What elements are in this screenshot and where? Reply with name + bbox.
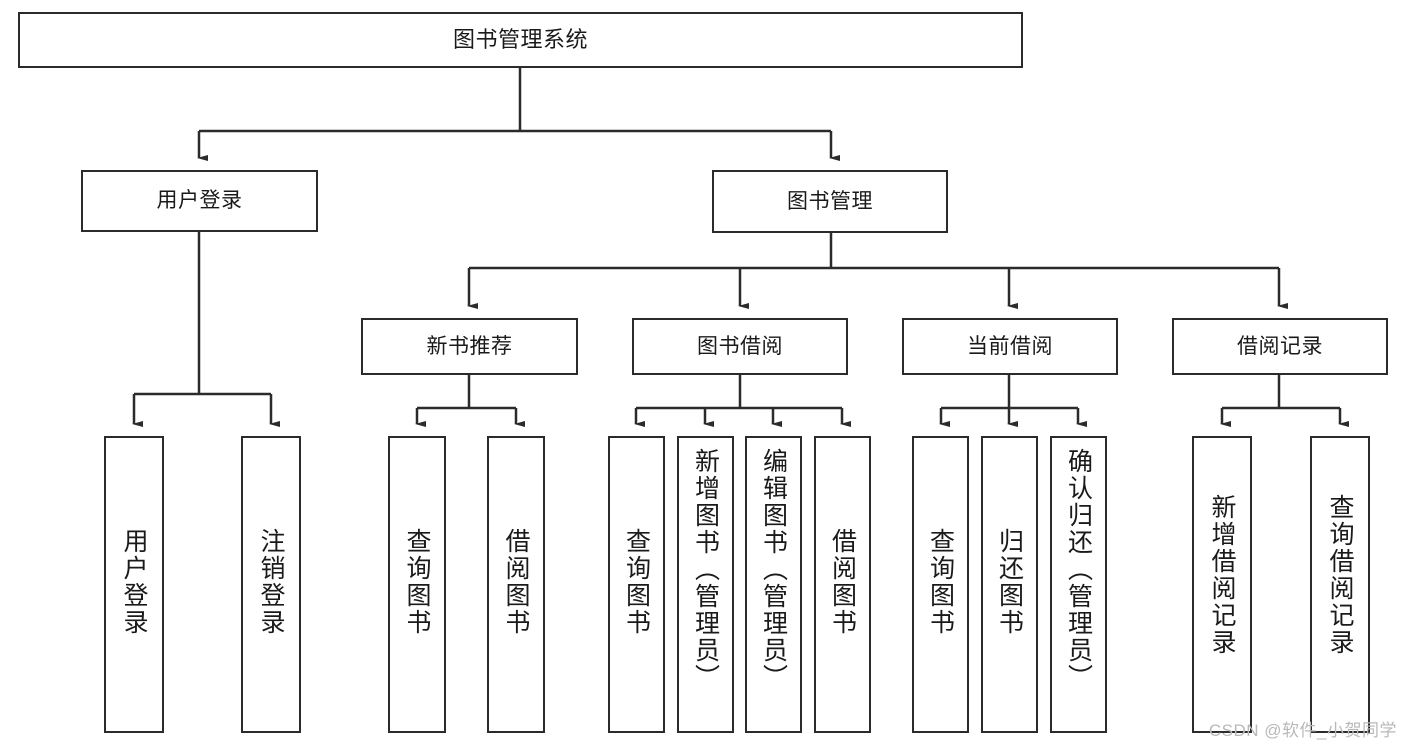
leaf-user-login-signout[interactable]: 注销登录 <box>241 436 301 733</box>
leaf-user-login-signin[interactable]: 用户登录 <box>104 436 164 733</box>
node-current-borrow[interactable]: 当前借阅 <box>902 318 1118 375</box>
leaf-new-book-borrow-label: 借阅图书 <box>502 528 530 636</box>
leaf-borrow-record-query[interactable]: 查询借阅记录 <box>1310 436 1370 733</box>
leaf-book-borrow-query[interactable]: 查询图书 <box>608 436 665 733</box>
node-user-login[interactable]: 用户登录 <box>81 170 318 232</box>
node-book-borrow[interactable]: 图书借阅 <box>632 318 848 375</box>
leaf-current-borrow-confirm[interactable]: 确认归还（管理员） <box>1050 436 1107 733</box>
leaf-book-borrow-query-label: 查询图书 <box>622 528 651 636</box>
leaf-new-book-borrow[interactable]: 借阅图书 <box>487 436 545 733</box>
leaf-borrow-record-query-label: 查询借阅记录 <box>1326 494 1354 656</box>
node-root[interactable]: 图书管理系统 <box>18 12 1023 68</box>
leaf-user-login-signout-label: 注销登录 <box>257 528 285 636</box>
node-new-book-recommend[interactable]: 新书推荐 <box>361 318 578 375</box>
leaf-book-borrow-lend[interactable]: 借阅图书 <box>814 436 871 733</box>
node-current-borrow-label: 当前借阅 <box>967 334 1053 358</box>
leaf-book-borrow-edit-label: 编辑图书（管理员） <box>759 448 788 691</box>
leaf-book-borrow-add[interactable]: 新增图书（管理员） <box>677 436 734 733</box>
leaf-current-borrow-query-label: 查询图书 <box>926 528 955 636</box>
watermark-text: CSDN @软件_小贺同学 <box>1208 721 1397 740</box>
node-user-login-label: 用户登录 <box>156 189 243 213</box>
leaf-book-borrow-lend-label: 借阅图书 <box>828 528 857 636</box>
leaf-current-borrow-query[interactable]: 查询图书 <box>912 436 969 733</box>
node-book-borrow-label: 图书借阅 <box>697 334 783 358</box>
node-book-management-label: 图书管理 <box>787 189 873 213</box>
node-borrow-record-label: 借阅记录 <box>1237 334 1323 358</box>
leaf-book-borrow-edit[interactable]: 编辑图书（管理员） <box>745 436 802 733</box>
node-book-management[interactable]: 图书管理 <box>712 170 948 233</box>
leaf-current-borrow-return-label: 归还图书 <box>995 528 1024 636</box>
leaf-book-borrow-add-label: 新增图书（管理员） <box>691 448 720 691</box>
node-borrow-record[interactable]: 借阅记录 <box>1172 318 1388 375</box>
node-new-book-recommend-label: 新书推荐 <box>426 334 513 358</box>
node-root-label: 图书管理系统 <box>452 26 588 52</box>
leaf-user-login-signin-label: 用户登录 <box>120 528 148 636</box>
leaf-new-book-query-label: 查询图书 <box>403 528 431 636</box>
leaf-current-borrow-return[interactable]: 归还图书 <box>981 436 1038 733</box>
leaf-borrow-record-add[interactable]: 新增借阅记录 <box>1192 436 1252 733</box>
leaf-borrow-record-add-label: 新增借阅记录 <box>1208 494 1236 656</box>
leaf-new-book-query[interactable]: 查询图书 <box>388 436 446 733</box>
leaf-current-borrow-confirm-label: 确认归还（管理员） <box>1064 448 1093 691</box>
